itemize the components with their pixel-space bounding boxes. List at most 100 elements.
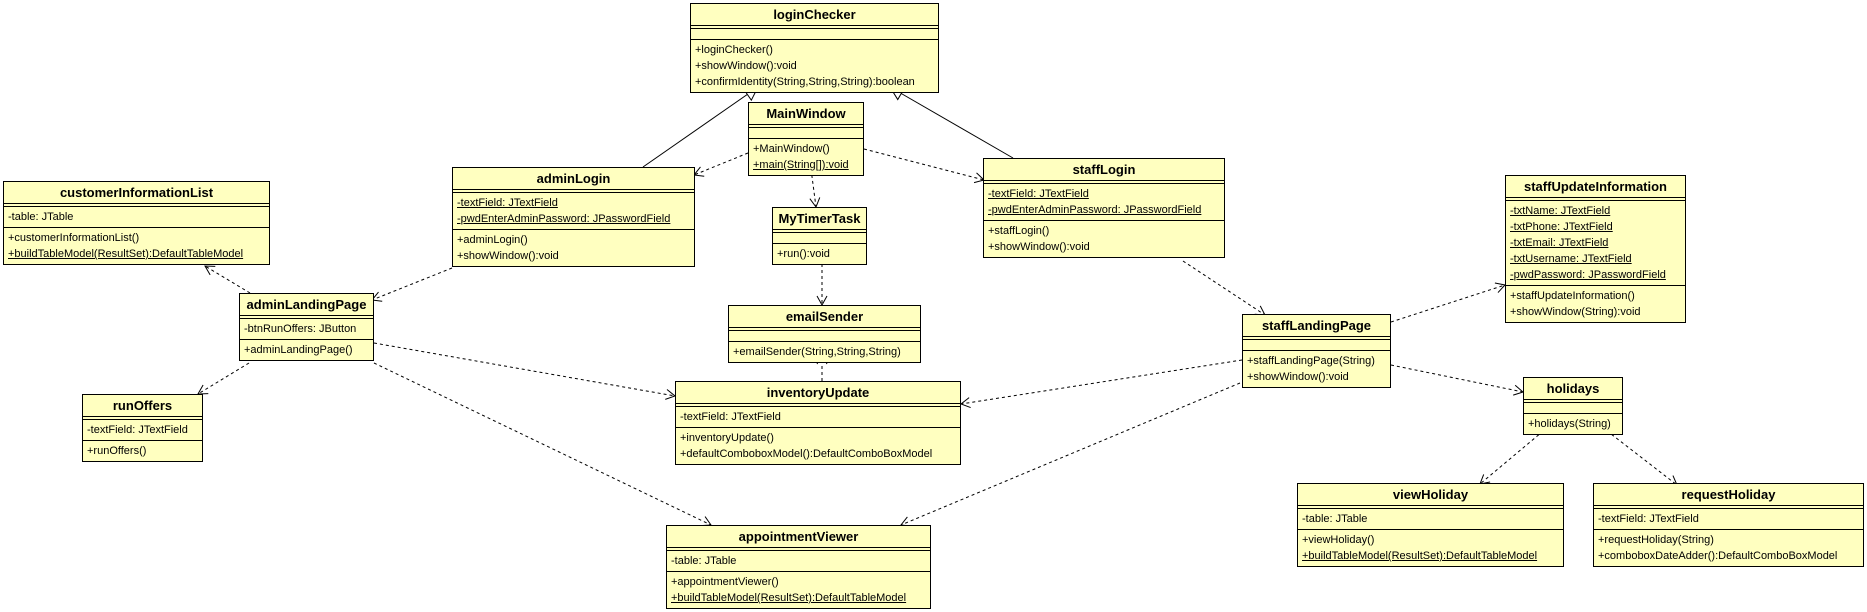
edge-stafflogin-to-loginchecker [889, 86, 1014, 159]
method: +customerInformationList() [8, 232, 140, 244]
edge-adminlandingpage-to-appointmentviewer [373, 362, 712, 527]
method: +buildTableModel(ResultSet):DefaultTable… [1302, 550, 1538, 562]
edge-stafflandingpage-to-inventoryupdate [959, 359, 1243, 409]
attribute: -textField: JTextField [87, 424, 188, 436]
class-name: customerInformationList [4, 182, 269, 204]
attribute: -table: JTable [671, 555, 737, 567]
methods-compartment: +runOffers() [83, 440, 202, 461]
attributes-compartment [1243, 339, 1390, 350]
attribute: -txtUsername: JTextField [1510, 253, 1632, 265]
attributes-compartment [773, 232, 866, 243]
class-login-checker: loginChecker +loginChecker() +showWindow()… [690, 3, 939, 93]
methods-compartment: +viewHoliday() +buildTableModel(ResultSet… [1298, 529, 1563, 566]
methods-compartment: +adminLandingPage() [240, 339, 373, 360]
attribute: -table: JTable [8, 211, 74, 223]
edge-mainwindow-to-adminlogin [693, 152, 749, 177]
class-staff-landing-page: staffLandingPage +staffLandingPage(String… [1242, 314, 1391, 388]
methods-compartment: +staffLogin() +showWindow():void [984, 220, 1224, 257]
method: +defaultComboboxModel():DefaultComboBoxM… [680, 448, 933, 460]
method: +staffUpdateInformation() [1510, 290, 1635, 302]
edge-stafflandingpage-to-holidays [1390, 364, 1525, 396]
method: +showWindow():void [695, 60, 797, 72]
methods-compartment: +adminLogin() +showWindow():void [453, 229, 694, 266]
class-name: staffLandingPage [1243, 315, 1390, 337]
method: +main(String[]):void [753, 159, 849, 171]
methods-compartment: +run():void [773, 243, 866, 264]
method: +runOffers() [87, 445, 147, 457]
method: +adminLandingPage() [244, 344, 353, 356]
attributes-compartment [691, 28, 938, 39]
method: +adminLogin() [457, 234, 528, 246]
class-name: adminLogin [453, 168, 694, 190]
methods-compartment: +requestHoliday(String)+comboboxDateAdde… [1594, 529, 1863, 566]
class-view-holiday: viewHoliday-table: JTable+viewHoliday()+… [1297, 483, 1564, 567]
edge-adminlogin-to-loginchecker [642, 86, 759, 168]
edge-adminlandingpage-to-customerinformationlist [204, 265, 251, 294]
attributes-compartment: -textField: JTextField [676, 406, 960, 427]
method: +buildTableModel(ResultSet):DefaultTable… [671, 592, 907, 604]
methods-compartment: +staffLandingPage(String) +showWindow():v… [1243, 350, 1390, 387]
class-appointment-viewer: appointmentViewer -table: JTable +appointm… [666, 525, 931, 609]
attribute: -pwdEnterAdminPassword: JPasswordField [457, 213, 671, 225]
class-name: appointmentViewer [667, 526, 930, 548]
class-name: staffUpdateInformation [1506, 176, 1685, 198]
edge-mainwindow-to-stafflogin [863, 148, 985, 184]
class-staff-update-information: staffUpdateInformation -txtName: JTextFie… [1505, 175, 1686, 323]
class-staff-login: staffLogin-textField: JTextField-pwdEnte… [983, 158, 1225, 258]
method: +staffLogin() [988, 225, 1050, 237]
method: +MainWindow() [753, 143, 830, 155]
class-admin-landing-page: adminLandingPage -btnRunOffers: JButton +a… [239, 293, 374, 361]
attribute: -btnRunOffers: JButton [244, 323, 357, 335]
attributes-compartment [749, 127, 863, 138]
class-run-offers: runOffers -textField: JTextField +runOffer… [82, 394, 203, 462]
method: +viewHoliday() [1302, 534, 1375, 546]
method: +loginChecker() [695, 44, 773, 56]
class-name: adminLandingPage [240, 294, 373, 316]
attributes-compartment: -btnRunOffers: JButton [240, 318, 373, 339]
attribute: -textField: JTextField [680, 411, 781, 423]
attributes-compartment: -table: JTable [667, 550, 930, 571]
methods-compartment: +loginChecker() +showWindow():void +confir… [691, 39, 938, 92]
class-name: holidays [1524, 378, 1622, 400]
class-name: loginChecker [691, 4, 938, 26]
class-name: MainWindow [749, 103, 863, 125]
attribute: -table: JTable [1302, 513, 1368, 525]
method: +comboboxDateAdder():DefaultComboBoxMode… [1598, 550, 1838, 562]
method: +showWindow():void [988, 241, 1090, 253]
class-customer-information-list: customerInformationList -table: JTable +cu… [3, 181, 270, 265]
edge-holidays-to-viewholiday [1479, 426, 1549, 485]
attributes-compartment: -textField: JTextField-pwdEnterAdminPass… [453, 192, 694, 229]
class-name: runOffers [83, 395, 202, 417]
class-request-holiday: requestHoliday-textField: JTextField+req… [1593, 483, 1864, 567]
method: +holidays(String) [1528, 418, 1611, 430]
attributes-compartment [1524, 402, 1622, 413]
class-inventory-update: inventoryUpdate-textField: JTextField+in… [675, 381, 961, 465]
edge-stafflandingpage-to-staffupdateinformation [1390, 282, 1506, 323]
methods-compartment: +staffUpdateInformation() +showWindow(Str… [1506, 285, 1685, 322]
edge-adminlandingpage-to-runoffers [197, 362, 250, 395]
method: +staffLandingPage(String) [1247, 355, 1375, 367]
attributes-compartment: -textField: JTextField-pwdEnterAdminPass… [984, 183, 1224, 220]
attribute: -txtPhone: JTextField [1510, 221, 1613, 233]
methods-compartment: +holidays(String) [1524, 413, 1622, 434]
attributes-compartment: -textField: JTextField [83, 419, 202, 440]
class-main-window: MainWindow +MainWindow() +main(String[]):v… [748, 102, 864, 176]
method: +showWindow():void [1247, 371, 1349, 383]
edge-adminlandingpage-to-inventoryupdate [373, 342, 677, 400]
methods-compartment: +customerInformationList()+buildTableMod… [4, 227, 269, 264]
method: +appointmentViewer() [671, 576, 779, 588]
methods-compartment: +inventoryUpdate()+defaultComboboxModel(… [676, 427, 960, 464]
class-name: MyTimerTask [773, 208, 866, 230]
class-my-timer-task: MyTimerTask +run():void [772, 207, 867, 265]
attribute: -textField: JTextField [1598, 513, 1699, 525]
class-holidays: holidays +holidays(String) [1523, 377, 1623, 435]
method: +showWindow(String):void [1510, 306, 1641, 318]
methods-compartment: +emailSender(String,String,String) [729, 341, 920, 362]
method: +run():void [777, 248, 830, 260]
method: +confirmIdentity(String,String,String):b… [695, 76, 915, 88]
attribute: -txtName: JTextField [1510, 205, 1611, 217]
method: +showWindow():void [457, 250, 559, 262]
class-name: emailSender [729, 306, 920, 328]
